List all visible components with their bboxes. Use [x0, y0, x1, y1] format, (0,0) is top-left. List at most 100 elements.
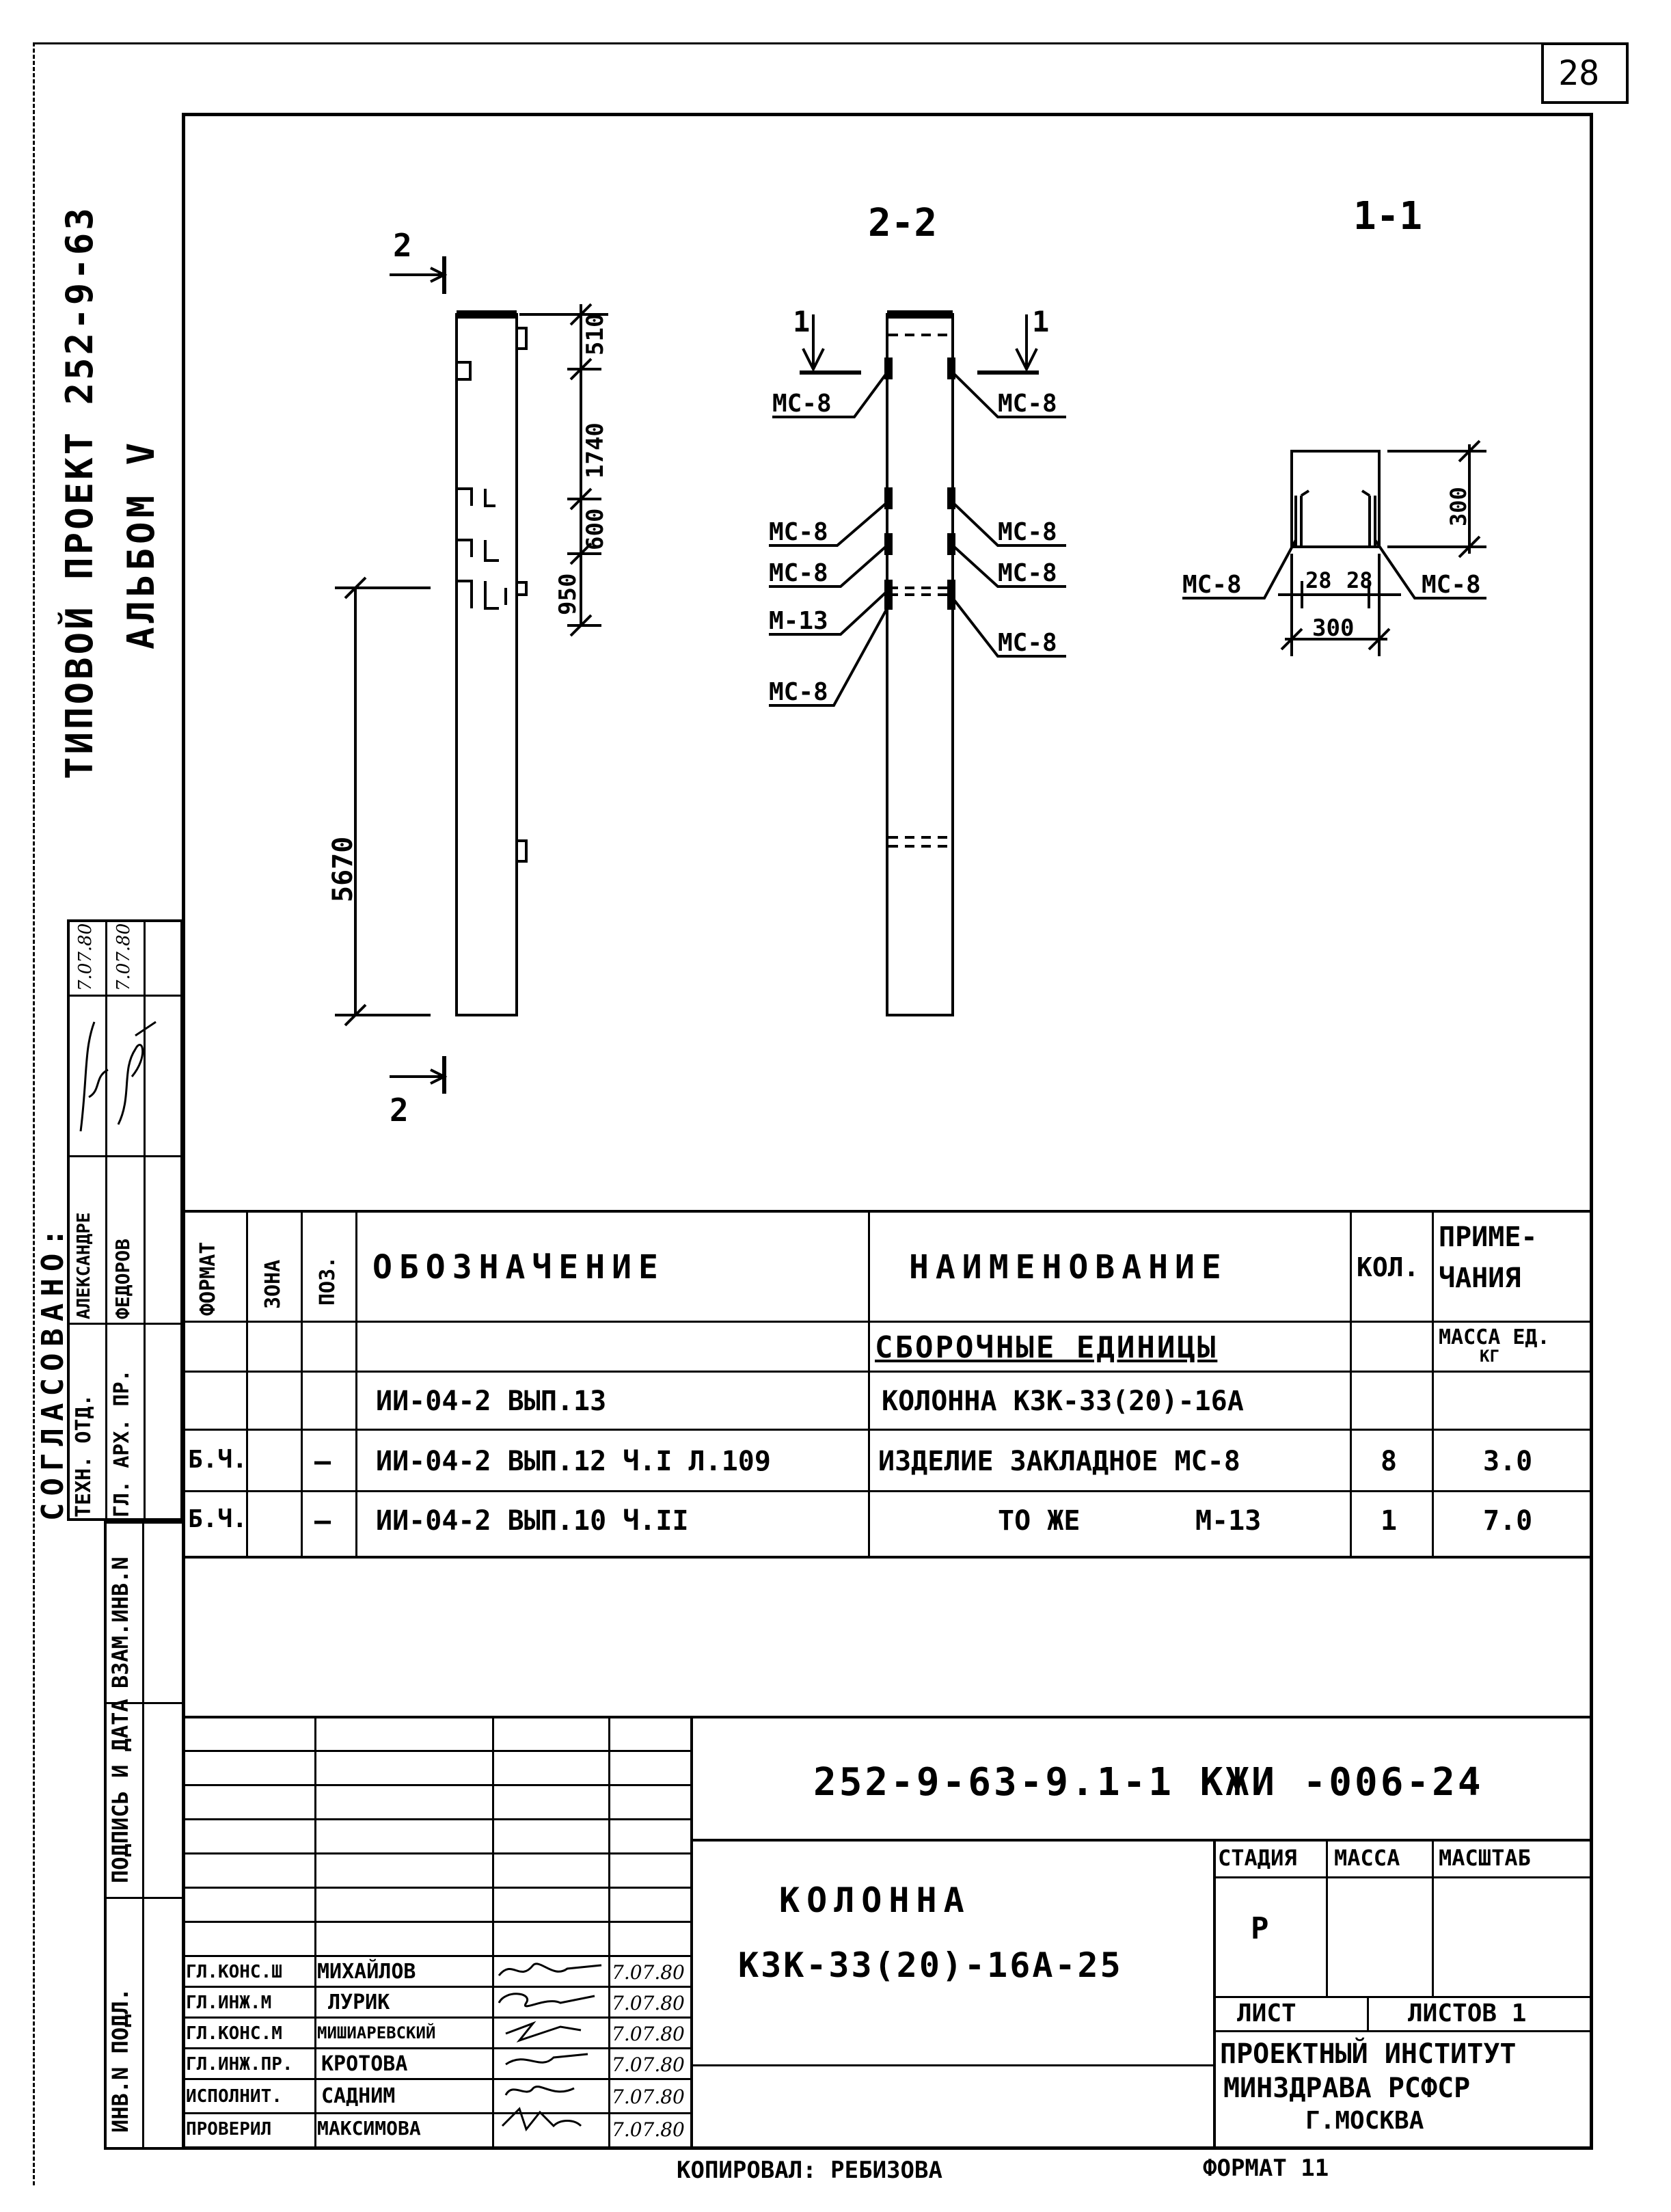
- arrow-1-right: 1: [1032, 305, 1049, 338]
- org-2: МИНЗДРАВА РСФСР: [1223, 2073, 1471, 2104]
- copied-by: КОПИРОВАЛ: РЕБИЗОВА: [677, 2157, 942, 2184]
- hdr-designation: ОБОЗНАЧЕНИЕ: [372, 1248, 665, 1286]
- agreed-role-2: ГЛ. АРХ. ПР.: [110, 1369, 134, 1518]
- title-1: КОЛОННА: [779, 1880, 971, 1920]
- outer-frame: [33, 42, 1629, 2185]
- hdr-pos: ПОЗ.: [316, 1256, 340, 1306]
- format-label: ФОРМАТ 11: [1203, 2155, 1329, 2182]
- dim-2: 1740: [582, 422, 609, 478]
- row3-designation: ИИ-04-2 ВЫП.10 Ч.II: [376, 1505, 689, 1537]
- label-left-2: МС-8: [769, 518, 828, 546]
- staff-role-3: ГЛ.КОНС.М: [186, 2023, 282, 2044]
- hdr-notes-2: ЧАНИЯ: [1439, 1263, 1521, 1294]
- agreed-date-2: 7.07.80: [113, 923, 134, 991]
- row3-qty: 1: [1381, 1505, 1398, 1537]
- hdr-notes-1: ПРИМЕ-: [1439, 1222, 1538, 1253]
- stage-value: Р: [1251, 1911, 1269, 1946]
- label-podpis: ПОДПИСЬ И ДАТА: [107, 1699, 133, 1883]
- label-right-4: МС-8: [998, 629, 1057, 657]
- staff-name-2: ЛУРИК: [328, 1991, 390, 2014]
- label-vzam: ВЗАМ.ИНВ.N: [107, 1556, 133, 1688]
- staff-date-5: 7.07.80: [612, 2086, 685, 2108]
- hdr-name: НАИМЕНОВАНИЕ: [909, 1248, 1228, 1286]
- column-elevation: [455, 313, 518, 1016]
- staff-name-3: МИШИАРЕВСКИЙ: [317, 2023, 436, 2042]
- section-mark-top: 2: [393, 227, 412, 264]
- row2-format: Б.Ч.: [188, 1446, 247, 1474]
- staff-date-2: 7.07.80: [612, 1992, 685, 2014]
- staff-name-1: МИХАЙЛОВ: [317, 1960, 416, 1984]
- s11-dim-b: 28: [1346, 567, 1373, 593]
- title-block: [183, 1716, 1591, 2150]
- stage-header: СТАДИЯ: [1218, 1845, 1297, 1871]
- scale-header: МАСШТАБ: [1439, 1845, 1531, 1871]
- title-2: К3К-33(20)-16А-25: [738, 1945, 1123, 1985]
- view-1-1-title: 1-1: [1353, 194, 1422, 239]
- sheet-label: ЛИСТ: [1237, 1999, 1296, 2027]
- label-inv: ИНВ.N ПОДЛ.: [107, 1988, 133, 2133]
- staff-date-6: 7.07.80: [612, 2118, 685, 2141]
- agreed-box: [67, 919, 183, 1521]
- row2-name: ИЗДЕЛИЕ ЗАКЛАДНОЕ МС-8: [878, 1446, 1240, 1477]
- agreed-role-1: ТЕХН. ОТД.: [72, 1394, 96, 1518]
- s11-dim-height: 300: [1445, 487, 1471, 526]
- staff-role-4: ГЛ.ИНЖ.ПР.: [186, 2054, 293, 2075]
- row2-designation: ИИ-04-2 ВЫП.12 Ч.I Л.109: [376, 1446, 771, 1477]
- doc-code: 252-9-63-9.1-1 КЖИ -006-24: [813, 1760, 1484, 1805]
- row2-qty: 8: [1381, 1446, 1398, 1477]
- org-1: ПРОЕКТНЫЙ ИНСТИТУТ: [1220, 2038, 1517, 2070]
- sheet-number-box: [1541, 42, 1629, 104]
- label-left-1: МС-8: [772, 390, 832, 418]
- agreed-title: СОГЛАСОВАНО:: [36, 1222, 70, 1521]
- section-mark-bottom: 2: [390, 1092, 409, 1129]
- column-section-2-2: [886, 313, 954, 1016]
- row3-format: Б.Ч.: [188, 1505, 247, 1533]
- row3-note: 7.0: [1483, 1505, 1533, 1537]
- section-title: СБОРОЧНЫЕ ЕДИНИЦЫ: [875, 1330, 1218, 1365]
- row1-name: КОЛОННА К3К-33(20)-16А: [882, 1386, 1244, 1417]
- dim-4: 950: [554, 574, 582, 615]
- staff-name-6: МАКСИМОВА: [317, 2117, 421, 2140]
- spec-table: [183, 1210, 1591, 1559]
- agreed-name-2: ФЕДОРОВ: [111, 1238, 134, 1319]
- mass-header-1: МАССА ЕД.: [1439, 1325, 1550, 1349]
- dim-overall: 5670: [327, 837, 359, 902]
- label-right-2: МС-8: [998, 518, 1057, 546]
- sheets-label: ЛИСТОВ 1: [1408, 1999, 1527, 2027]
- mass-header: МАССА: [1334, 1845, 1400, 1871]
- row2-pos: —: [314, 1446, 331, 1477]
- staff-name-4: КРОТОВА: [321, 2052, 408, 2076]
- sheet-number: 28: [1558, 53, 1600, 93]
- s11-dim-a: 28: [1305, 567, 1332, 593]
- staff-date-1: 7.07.80: [612, 1961, 685, 1984]
- label-right-1: МС-8: [998, 390, 1057, 418]
- hdr-zone: ЗОНА: [261, 1259, 285, 1309]
- mass-header-2: КГ: [1480, 1347, 1499, 1366]
- label-left-5: МС-8: [769, 678, 828, 706]
- project-line: ТИПОВОЙ ПРОЕКТ 252-9-63: [58, 205, 101, 779]
- row3-name: ТО ЖЕ М-13: [998, 1505, 1262, 1537]
- dim-3: 600: [582, 509, 609, 550]
- column-section-1-1: [1290, 450, 1381, 548]
- dim-1: 510: [582, 314, 609, 355]
- hdr-format: ФОРМАТ: [196, 1241, 220, 1316]
- agreed-signatures: [79, 1021, 157, 1132]
- agreed-name-1: АЛЕКСАНДРЕ: [74, 1212, 94, 1319]
- label-right-3: МС-8: [998, 559, 1057, 587]
- staff-role-5: ИСПОЛНИТ.: [186, 2086, 282, 2107]
- label-left-3: МС-8: [769, 559, 828, 587]
- inner-frame: [182, 113, 1593, 2150]
- s11-label-right: МС-8: [1422, 571, 1481, 599]
- album-line: АЛЬБОМ V: [120, 438, 163, 649]
- view-2-2-title: 2-2: [868, 201, 937, 245]
- staff-role-2: ГЛ.ИНЖ.М: [186, 1993, 272, 2013]
- row2-note: 3.0: [1483, 1446, 1533, 1477]
- hdr-qty: КОЛ.: [1357, 1252, 1419, 1282]
- agreed-date-1: 7.07.80: [75, 923, 96, 991]
- s11-dim-width: 300: [1312, 615, 1354, 642]
- staff-name-5: САДНИМ: [321, 2084, 396, 2108]
- staff-signatures: [498, 1963, 602, 2132]
- staff-role-1: ГЛ.КОНС.Ш: [186, 1962, 282, 1982]
- drawing-area: 2-2 1-1 2 2 5670 510 1740 600 950 1 1 МС…: [327, 194, 1486, 1129]
- arrow-1-left: 1: [793, 305, 810, 338]
